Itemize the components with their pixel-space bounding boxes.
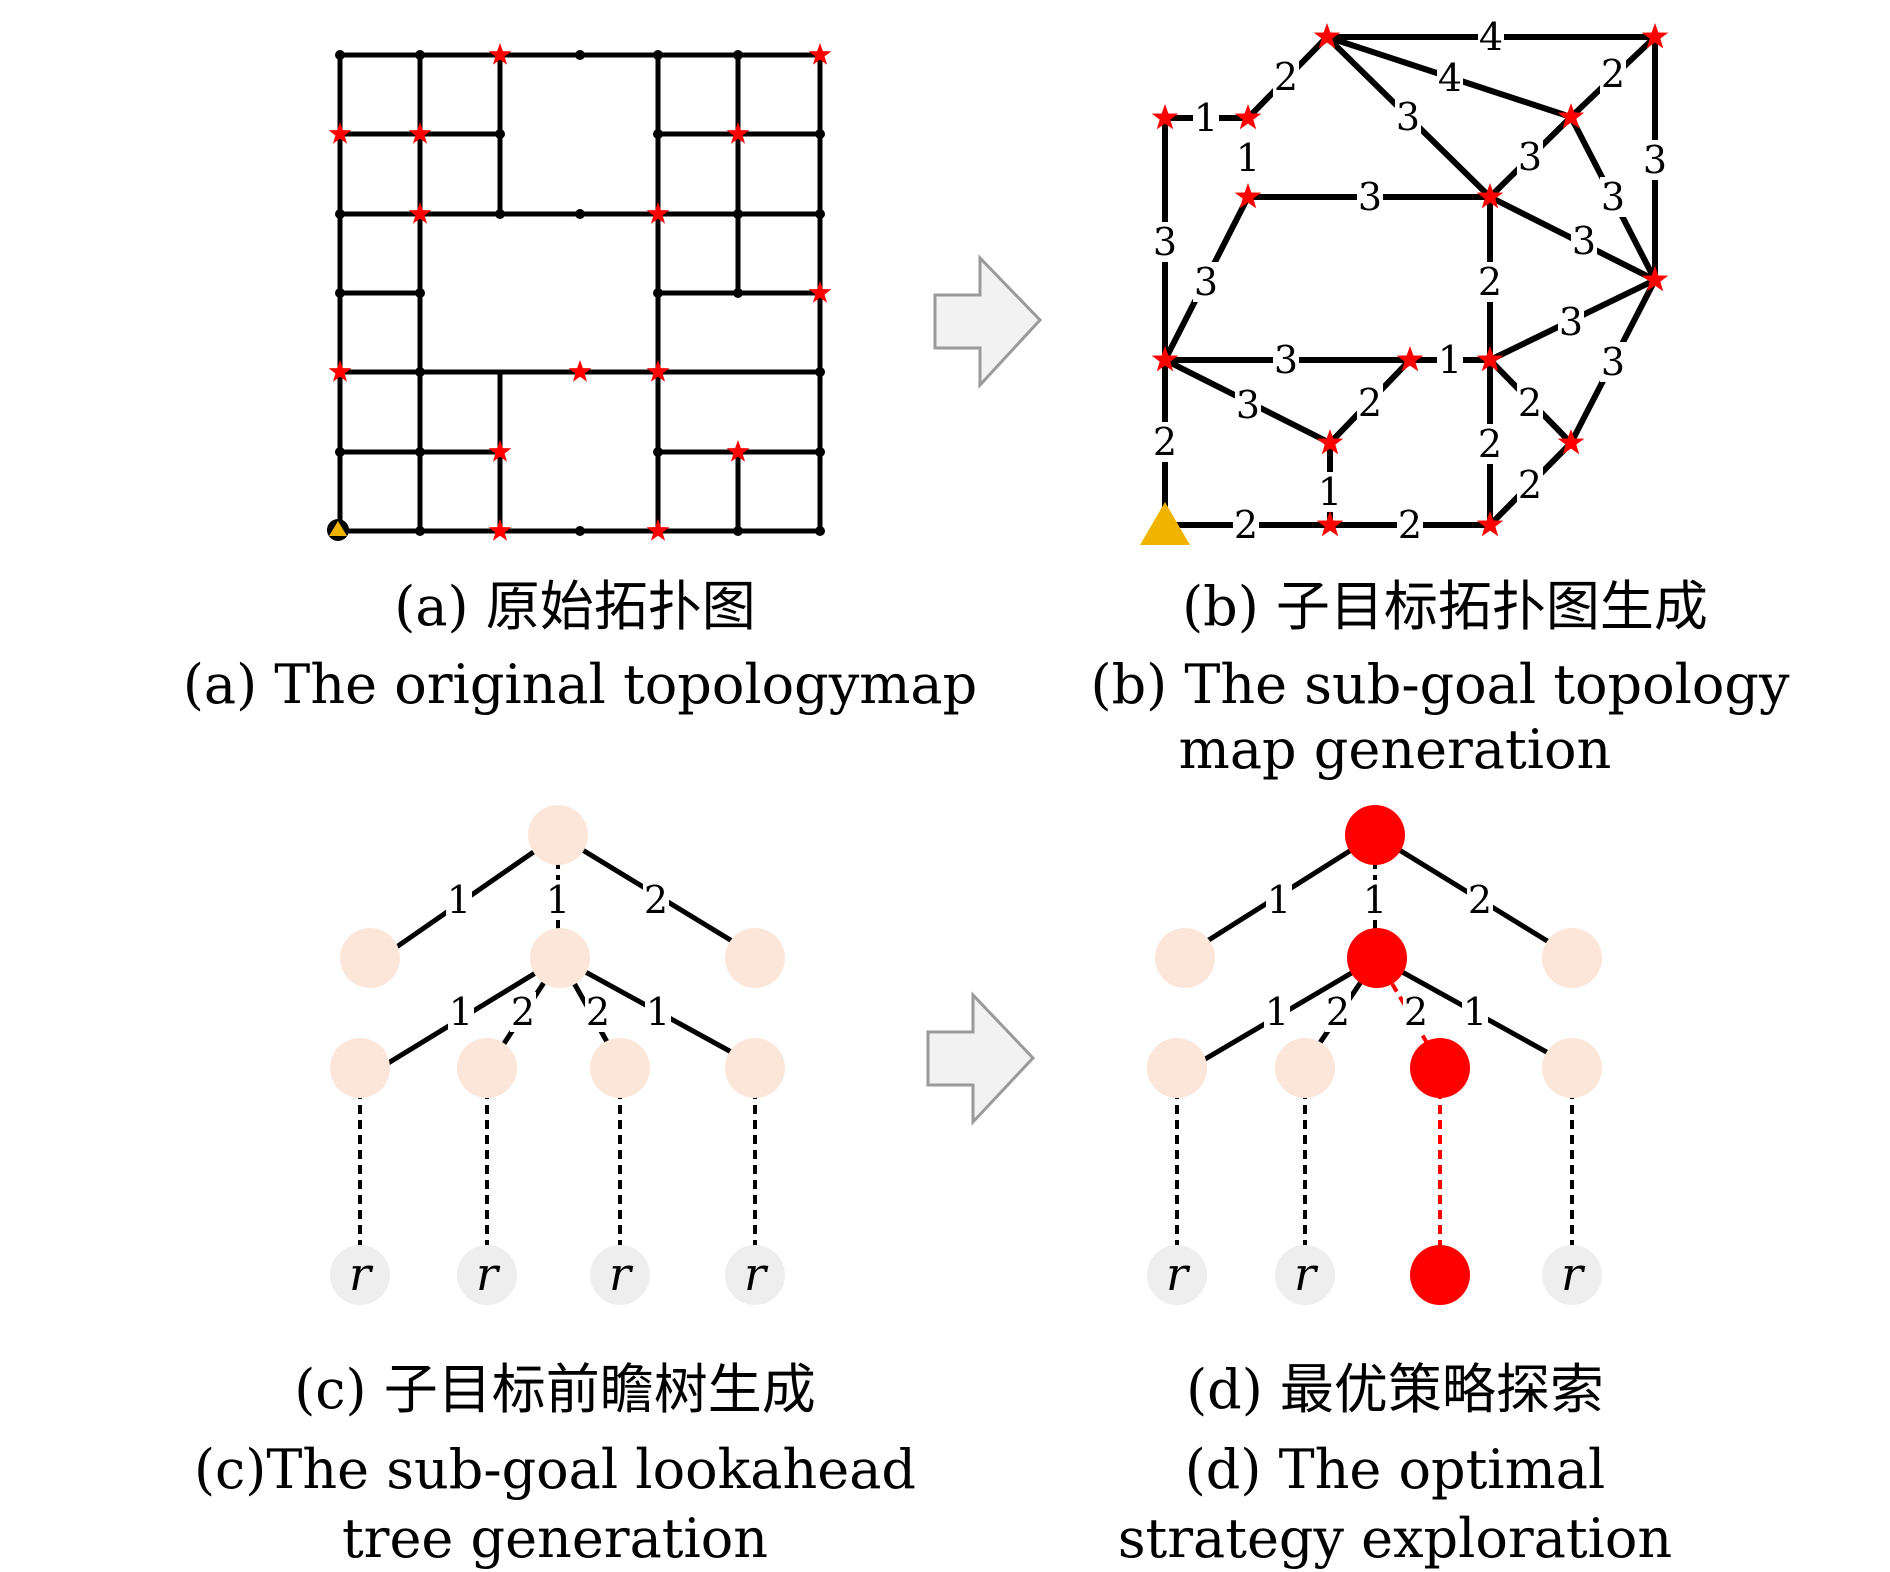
leaf-label: r bbox=[1166, 1247, 1191, 1301]
edge-weight: 2 bbox=[1358, 381, 1382, 425]
leaf-label: r bbox=[349, 1247, 374, 1301]
edge-weight: 2 bbox=[511, 990, 535, 1034]
edge-weight: 1 bbox=[1438, 338, 1462, 382]
edge-weight: 3 bbox=[1358, 175, 1382, 219]
caption-d-en-line1: (d) The optimal bbox=[1185, 1438, 1606, 1501]
edge-weight: 1 bbox=[1236, 136, 1260, 180]
caption-b-en-line1: (b) The sub-goal topology bbox=[1091, 653, 1790, 716]
edge-weight: 3 bbox=[1236, 383, 1260, 427]
edge-weight: 2 bbox=[1274, 55, 1298, 99]
tree-node-selected bbox=[1410, 1038, 1470, 1098]
panel-b-subgoal-topology-map: 1 2 4 4 2 3 3 3 1 3 3 3 3 3 bbox=[1091, 15, 1790, 781]
edge-weight: 1 bbox=[646, 990, 670, 1034]
leaf-node-selected bbox=[1410, 1245, 1470, 1305]
tree-node bbox=[1542, 1038, 1602, 1098]
tree-node-selected bbox=[1347, 928, 1407, 988]
tree-node bbox=[1155, 928, 1215, 988]
edge-weight: 4 bbox=[1479, 15, 1503, 59]
edge-weight: 2 bbox=[1601, 52, 1625, 96]
edge-weight: 3 bbox=[1643, 138, 1667, 182]
edge-weight: 1 bbox=[1363, 878, 1387, 922]
edge-weight: 3 bbox=[1559, 300, 1583, 344]
strategy-nodes bbox=[1147, 805, 1602, 1098]
edge-weight: 2 bbox=[1234, 503, 1258, 547]
tree-node bbox=[530, 928, 590, 988]
edge-weight: 3 bbox=[1572, 219, 1596, 263]
arrow-right-icon bbox=[933, 254, 1043, 389]
panel-a-original-topology-map: (a) 原始拓扑图 (a) The original topologymap bbox=[183, 43, 977, 716]
edge-weight: 2 bbox=[1153, 420, 1177, 464]
caption-c-en-line2: tree generation bbox=[342, 1507, 768, 1570]
leaf-label: r bbox=[744, 1247, 769, 1301]
edge-weight: 2 bbox=[586, 990, 610, 1034]
edge-weight: 1 bbox=[1267, 878, 1291, 922]
leaf-label: r bbox=[609, 1247, 634, 1301]
leaf-label: r bbox=[1294, 1247, 1319, 1301]
caption-b-cn: (b) 子目标拓扑图生成 bbox=[1182, 575, 1708, 638]
edge-weight: 1 bbox=[449, 990, 473, 1034]
edge-weight: 3 bbox=[1396, 95, 1420, 139]
star-icon bbox=[488, 519, 512, 541]
leaf-label: r bbox=[476, 1247, 501, 1301]
grid-nodes bbox=[335, 50, 825, 536]
tree-node bbox=[590, 1038, 650, 1098]
edge-weight: 3 bbox=[1274, 338, 1298, 382]
tree-node bbox=[725, 928, 785, 988]
edge-weight: 2 bbox=[1398, 503, 1422, 547]
grid-edges bbox=[337, 52, 823, 534]
caption-a-en: (a) The original topologymap bbox=[183, 653, 977, 716]
subgoal-edge-weights: 1 2 4 4 2 3 3 3 1 3 3 3 3 3 bbox=[1152, 15, 1668, 547]
tree-node bbox=[330, 1038, 390, 1098]
edge-weight: 1 bbox=[447, 878, 471, 922]
edge-weight: 1 bbox=[1463, 990, 1487, 1034]
edge-weight: 3 bbox=[1153, 220, 1177, 264]
edge-weight: 3 bbox=[1194, 260, 1218, 304]
tree-node-selected bbox=[1345, 805, 1405, 865]
edge-weight: 3 bbox=[1601, 175, 1625, 219]
start-triangle-icon bbox=[1140, 502, 1190, 545]
tree-node bbox=[1147, 1038, 1207, 1098]
tree-node bbox=[725, 1038, 785, 1098]
edge-weight: 1 bbox=[1265, 990, 1289, 1034]
edge-weight: 1 bbox=[1194, 96, 1218, 140]
tree-node bbox=[340, 928, 400, 988]
edge-weight: 2 bbox=[1478, 422, 1502, 466]
tree-node bbox=[1275, 1038, 1335, 1098]
edge-weight: 3 bbox=[1518, 135, 1542, 179]
edge-weight: 4 bbox=[1438, 56, 1462, 100]
edge-weight: 2 bbox=[1518, 463, 1542, 507]
leaf-reward-nodes: r r r r bbox=[330, 1245, 785, 1305]
caption-a-cn: (a) 原始拓扑图 bbox=[394, 575, 756, 638]
leaf-label: r bbox=[1561, 1247, 1586, 1301]
edge-weight: 2 bbox=[1478, 260, 1502, 304]
edge-weight: 2 bbox=[1326, 990, 1350, 1034]
edge-weight: 1 bbox=[1318, 470, 1342, 514]
edge-weight: 2 bbox=[644, 878, 668, 922]
tree-node bbox=[457, 1038, 517, 1098]
caption-d-en-line2: strategy exploration bbox=[1118, 1507, 1672, 1570]
tree-nodes bbox=[330, 805, 785, 1098]
edge-weight: 2 bbox=[1518, 381, 1542, 425]
start-marker-icon bbox=[327, 519, 349, 541]
caption-d-cn: (d) 最优策略探索 bbox=[1186, 1358, 1604, 1421]
strategy-edge-weights: 1 1 2 1 2 2 1 bbox=[1264, 878, 1493, 1034]
caption-c-en-line1: (c)The sub-goal lookahead bbox=[194, 1438, 916, 1501]
caption-b-en-line2: map generation bbox=[1179, 718, 1612, 781]
strategy-leaf-nodes: r r r bbox=[1147, 1245, 1602, 1305]
panel-d-optimal-strategy: 1 1 2 1 2 2 1 r r bbox=[1118, 805, 1672, 1570]
edge-weight: 2 bbox=[1404, 990, 1428, 1034]
arrow-right-icon bbox=[926, 991, 1036, 1126]
caption-c-cn: (c) 子目标前瞻树生成 bbox=[294, 1358, 816, 1421]
tree-node bbox=[528, 805, 588, 865]
tree-edge-weights: 1 1 2 1 2 2 1 bbox=[446, 878, 671, 1034]
edge-weight: 2 bbox=[1468, 878, 1492, 922]
edge-weight: 1 bbox=[546, 878, 570, 922]
edge-weight: 3 bbox=[1601, 340, 1625, 384]
tree-node bbox=[1542, 928, 1602, 988]
panel-c-lookahead-tree: 1 1 2 1 2 2 1 r r bbox=[194, 805, 916, 1570]
